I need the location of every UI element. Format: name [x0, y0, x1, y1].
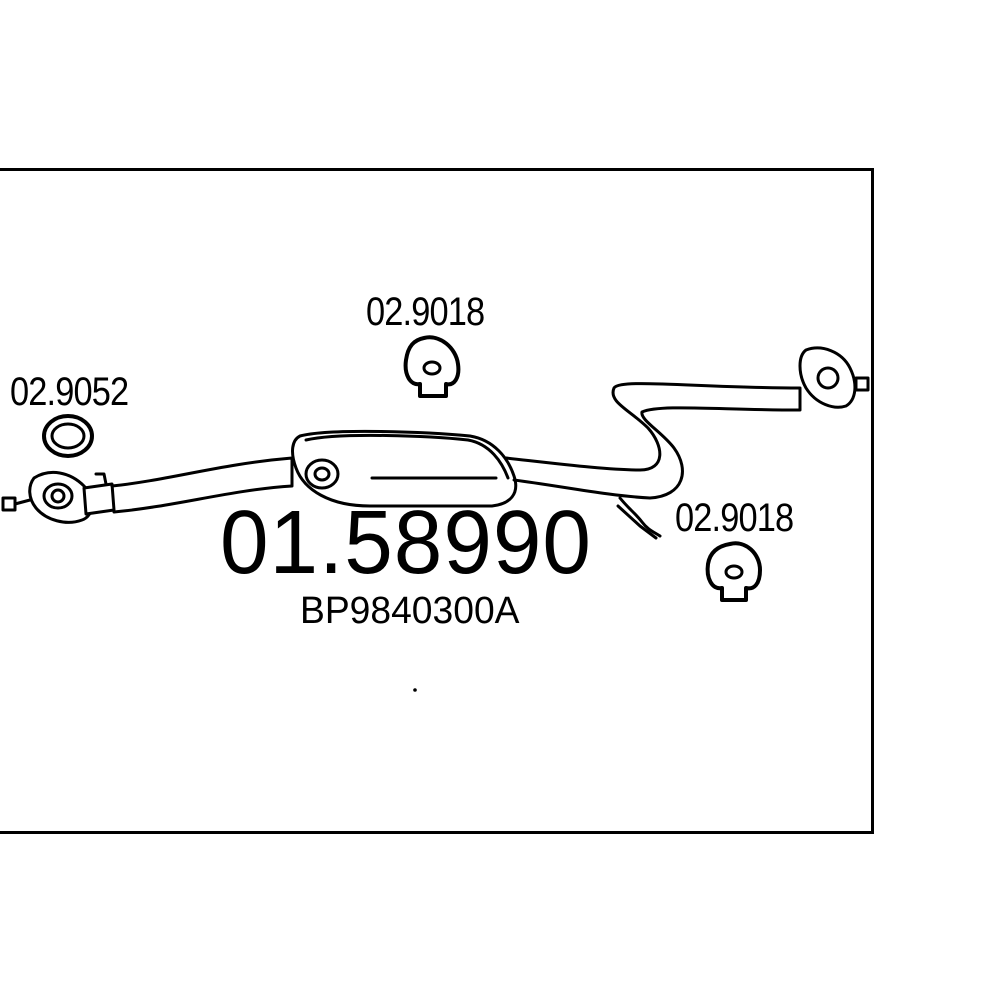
front-flange-icon: [28, 470, 94, 524]
rear-flange-icon: [798, 346, 857, 409]
hanger-bracket: [618, 496, 662, 538]
rear-pipe: [504, 382, 802, 500]
rubber-hanger-icon: [403, 335, 461, 398]
gasket-ring-icon: [42, 414, 94, 458]
dot-mark: [413, 688, 417, 692]
hanger-right-part-label: 02.9018: [675, 496, 794, 540]
main-part-number: 01.58990: [220, 493, 592, 593]
rubber-hanger-icon: [705, 541, 762, 602]
oe-number: BP9840300A: [300, 590, 520, 632]
diagram-frame: [0, 168, 874, 834]
front-pipe-collar: [82, 472, 116, 516]
right-end-stub: [854, 376, 870, 392]
left-end-stub: [1, 496, 17, 512]
muffler-body: [291, 429, 518, 508]
front-pipe: [110, 456, 294, 514]
hanger-top-part-label: 02.9018: [366, 290, 485, 334]
left-end-stub-line: [13, 498, 32, 506]
gasket-part-label: 02.9052: [10, 370, 129, 414]
